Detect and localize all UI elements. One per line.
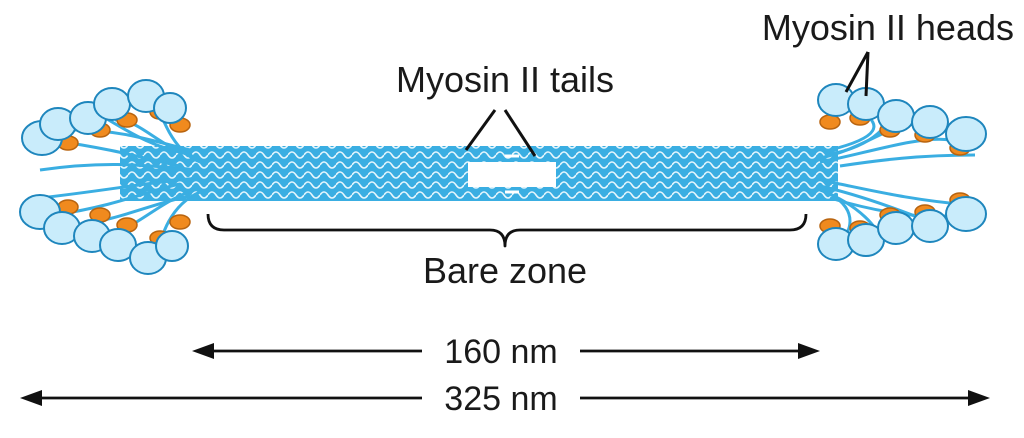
filament-tails [120,146,838,201]
myosin-heads-left [19,79,191,275]
tail-bundle-center-top [468,146,556,162]
arrow-left-icon [20,390,42,406]
label-myosin-heads: Myosin II heads [762,7,1014,48]
tail-bundle-right [556,146,838,201]
label-bare-zone: Bare zone [423,250,587,291]
heads-pointer [844,51,870,97]
dimension-160nm: 160 nm [192,333,820,371]
myosin-heads-right [817,83,987,261]
arrow-left-icon [192,343,214,359]
label-160nm: 160 nm [444,333,557,371]
arrow-right-icon [968,390,990,406]
tail-bundle-center-bottom [468,187,556,201]
label-myosin-tails: Myosin II tails [396,59,614,100]
arrow-right-icon [798,343,820,359]
tails-pointer [464,109,537,157]
label-325nm: 325 nm [444,380,557,418]
bare-zone-brace [206,213,808,248]
dimension-325nm: 325 nm [20,380,990,418]
tail-bundle-left [120,146,468,201]
